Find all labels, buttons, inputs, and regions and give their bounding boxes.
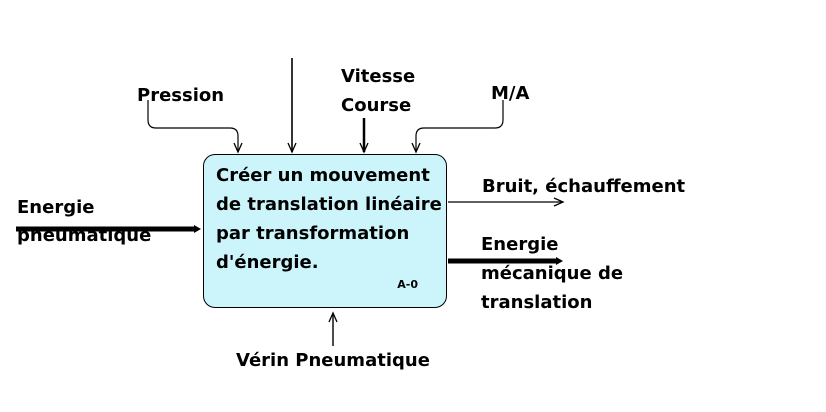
label-mechanism: Vérin Pneumatique xyxy=(236,350,430,371)
label-output-energie-line2: mécanique de xyxy=(481,263,624,284)
label-input-energie: Energie pneumatique xyxy=(17,194,151,250)
function-line-1: Créer un mouvement xyxy=(216,165,430,186)
label-output-energie-line3: translation xyxy=(481,292,593,313)
function-line-4: d'énergie. xyxy=(216,252,319,273)
function-line-3: par transformation xyxy=(216,223,410,244)
arrow-ma xyxy=(411,100,504,154)
function-text: Créer un mouvement de translation linéai… xyxy=(216,161,442,277)
label-output-bruit: Bruit, échauffement xyxy=(482,176,686,197)
label-input-energie-line1: Energie xyxy=(17,197,95,218)
label-output-energie: Energie mécanique de translation xyxy=(481,230,623,317)
label-pression: Pression xyxy=(137,85,225,106)
label-ma: M/A xyxy=(491,83,530,104)
arrow-pression xyxy=(147,100,243,154)
label-vitesse-line2: Course xyxy=(341,95,412,116)
function-line-2: de translation linéaire xyxy=(216,194,442,215)
label-vitesse: Vitesse Course xyxy=(341,62,415,120)
label-output-energie-line1: Energie xyxy=(481,234,559,255)
box-id-label: A-0 xyxy=(397,278,418,291)
label-vitesse-line1: Vitesse xyxy=(341,66,416,87)
label-input-energie-line2: pneumatique xyxy=(17,225,152,246)
function-box-a0: Créer un mouvement de translation linéai… xyxy=(203,154,447,308)
